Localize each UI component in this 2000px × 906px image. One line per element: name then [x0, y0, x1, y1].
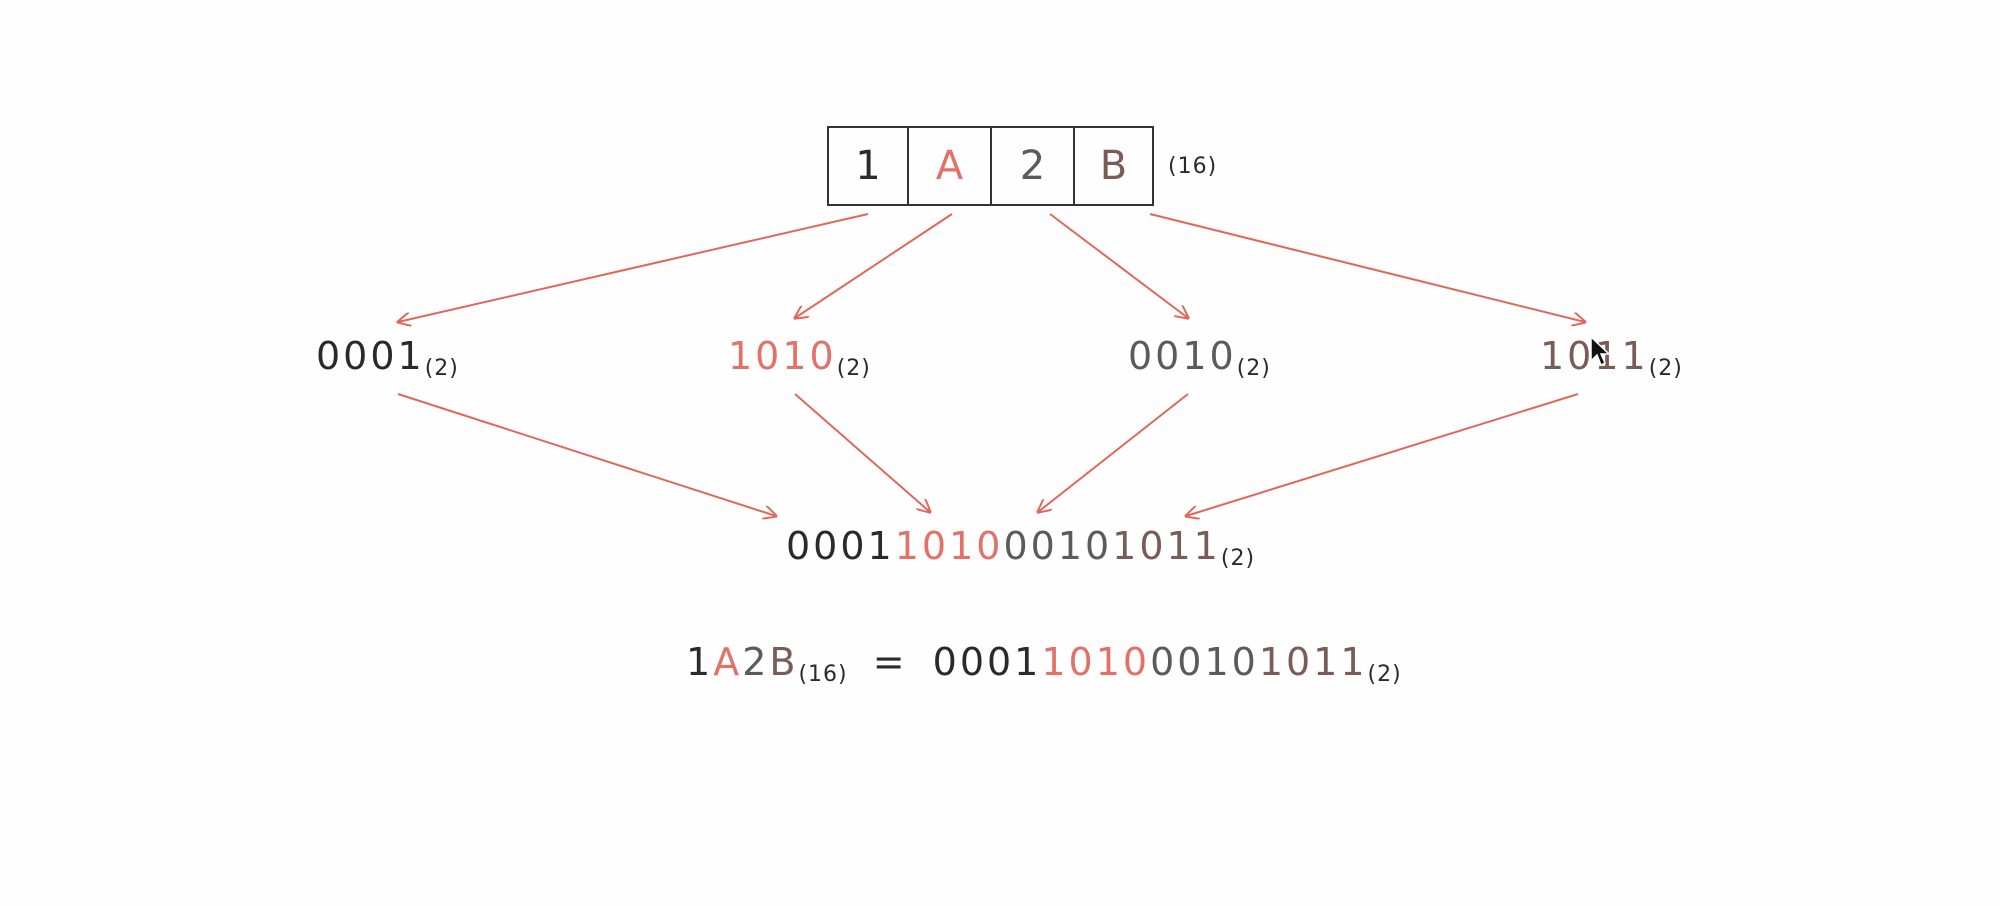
hex-cell-a: A	[907, 126, 992, 206]
equation-hex-base: (16)	[798, 662, 848, 687]
equation-bin-3: 0010	[1150, 640, 1259, 684]
equation-equals: =	[872, 640, 908, 684]
arrow-hex-a-to-nibble-2	[795, 213, 953, 318]
combined-base: (2)	[1220, 546, 1256, 571]
arrow-nibble-4-to-combined	[1186, 393, 1579, 516]
combined-part-3: 0010	[1003, 524, 1113, 568]
combined-part-4: 1011	[1112, 524, 1221, 568]
nibble-3: 0010(2)	[1128, 334, 1271, 381]
nibble-4: 1011(2)	[1540, 334, 1683, 381]
equation-hex-b: B	[769, 640, 799, 684]
hex-cell-1: 1	[827, 126, 909, 206]
equation-hex-2: 2	[742, 640, 770, 684]
hex-base-label: (16)	[1168, 154, 1218, 179]
mouse-cursor-icon	[1590, 336, 1610, 367]
equation: 1A2B(16) = 0001101000101011(2)	[686, 640, 1402, 687]
nibble-1: 0001(2)	[316, 334, 459, 381]
arrow-nibble-3-to-combined	[1038, 393, 1189, 512]
nibble-1-bits: 0001	[316, 334, 425, 378]
arrow-hex-2-to-nibble-3	[1049, 213, 1188, 318]
equation-bin-4: 1011	[1258, 640, 1368, 684]
arrow-hex-b-to-nibble-4	[1149, 213, 1585, 322]
hex-digit-1: 1	[855, 143, 881, 189]
arrow-nibble-2-to-combined	[794, 393, 930, 512]
nibble-2: 1010(2)	[728, 334, 871, 381]
equation-bin-1: 0001	[932, 640, 1042, 684]
nibble-2-base: (2)	[836, 356, 871, 381]
equation-bin-2: 1010	[1041, 640, 1151, 684]
equation-hex-a: A	[713, 640, 743, 684]
hex-digit-2: 2	[1019, 143, 1046, 189]
arrow-nibble-1-to-combined	[397, 393, 776, 516]
combined-part-2: 1010	[894, 524, 1004, 568]
hex-cell-2: 2	[990, 126, 1075, 206]
combined-part-1: 0001	[786, 524, 895, 568]
nibble-4-base: (2)	[1648, 356, 1683, 381]
equation-bin-base: (2)	[1367, 662, 1402, 687]
equation-hex-1: 1	[686, 640, 714, 684]
nibble-2-bits: 1010	[728, 334, 837, 378]
combined-binary: 0001101000101011(2)	[786, 524, 1255, 571]
nibble-3-bits: 0010	[1128, 334, 1237, 378]
nibble-3-base: (2)	[1236, 356, 1271, 381]
nibble-1-base: (2)	[424, 356, 459, 381]
hex-digit-b: B	[1099, 143, 1128, 189]
arrow-hex-1-to-nibble-1	[398, 213, 869, 322]
hex-digit-a: A	[935, 143, 964, 189]
hex-cell-b: B	[1073, 126, 1154, 206]
